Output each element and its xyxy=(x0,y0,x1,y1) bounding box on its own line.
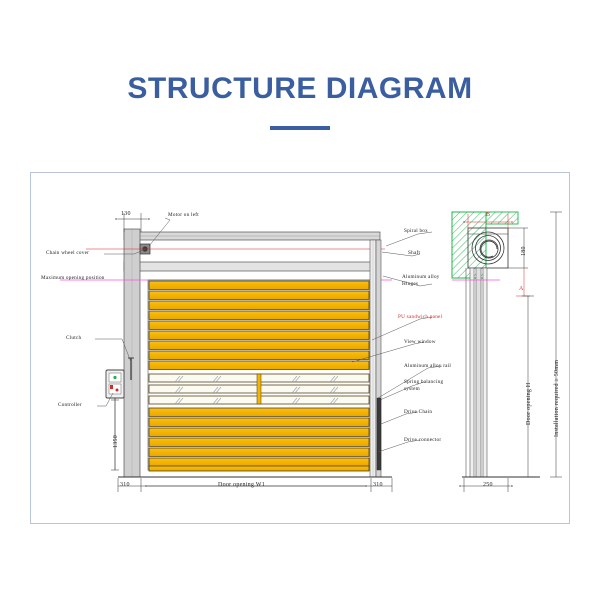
left-jamb-column xyxy=(123,228,141,478)
right-guide-rail-assembly xyxy=(369,239,382,478)
bottom-dimension-chain xyxy=(117,478,393,492)
label-motor-on-left: Motor on left xyxy=(168,212,199,218)
label-spring-balancing-system-line1: Spring balancing xyxy=(404,379,444,385)
dimension-250 xyxy=(459,478,513,492)
label-pu-sandwich-panel: PU sandwich panel xyxy=(398,314,443,320)
dimension-B xyxy=(463,214,513,230)
door-panel-slat-stack xyxy=(147,279,371,472)
dimension-text-A: A xyxy=(519,286,524,292)
dimension-1350 xyxy=(111,398,119,471)
label-drive-connector: Drive connector xyxy=(404,437,442,443)
dimension-180 xyxy=(508,227,528,269)
solid-slat-group-top xyxy=(148,280,370,370)
dimension-text-door-opening-w1: Door opening W1 xyxy=(218,482,265,488)
label-drive-chain: Drive Chain xyxy=(404,409,433,415)
title-underline-rule xyxy=(270,126,330,130)
leader-lines-left xyxy=(95,217,171,407)
dimension-door-opening-H xyxy=(522,295,534,478)
controller-box xyxy=(105,369,125,470)
dimension-text-door-opening-h: Door opening H xyxy=(526,382,532,426)
drive-chain-strip xyxy=(376,397,382,471)
label-aluminum-alloy-hinges-line1: Aluminum alloy xyxy=(402,274,440,280)
dimension-text-jamb-left: 310 xyxy=(120,482,130,488)
label-clutch: Clutch xyxy=(66,335,82,341)
wall-hatch-region xyxy=(451,211,519,279)
dimension-text-1350: 1350 xyxy=(113,435,119,448)
dimension-text-130: 130 xyxy=(121,211,131,217)
header-beam xyxy=(123,231,381,272)
spiral-box-housing xyxy=(467,227,509,269)
section-rail-track xyxy=(465,267,488,478)
view-window-slat-group xyxy=(148,373,370,405)
leader-lines-right xyxy=(351,231,443,453)
label-chain-wheel-cover: Chain wheel cover xyxy=(46,250,90,256)
dimension-text-installation-clearance: Installation required ≥ 50mm xyxy=(554,359,560,437)
solid-slat-group-bottom xyxy=(148,407,370,472)
dimension-installation-clearance xyxy=(550,211,562,478)
dimension-130 xyxy=(115,213,150,232)
label-aluminum-alloy-rail: Aluminum alloy rail xyxy=(404,363,452,369)
label-shaft: Shaft xyxy=(408,250,421,256)
dimension-text-jamb-right: 310 xyxy=(373,482,383,488)
dimension-text-180: 180 xyxy=(521,246,527,256)
dimension-text-250: 250 xyxy=(483,482,493,488)
front-elevation-view xyxy=(60,228,392,478)
label-spring-balancing-system-line2: system xyxy=(404,386,420,392)
dimension-text-B: B xyxy=(486,212,491,218)
label-view-window: View window xyxy=(404,339,436,345)
side-section-view xyxy=(451,211,540,478)
page-title: STRUCTURE DIAGRAM xyxy=(127,72,473,105)
label-maximum-opening-position: Maximum opening position xyxy=(41,275,105,281)
label-aluminum-alloy-hinges-line2: Hinges xyxy=(402,281,419,287)
label-spiral-box: Spiral box xyxy=(404,228,428,234)
label-controller: Controller xyxy=(58,402,82,408)
